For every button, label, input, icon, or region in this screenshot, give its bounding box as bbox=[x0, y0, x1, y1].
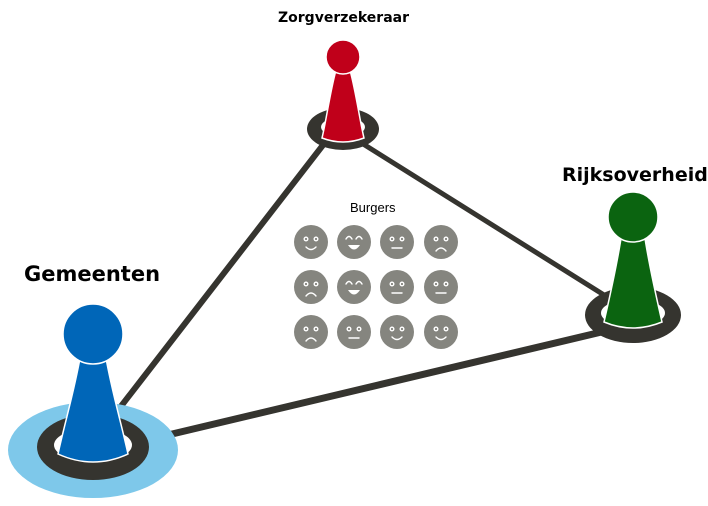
face-sad-icon bbox=[294, 270, 328, 304]
pawn-government bbox=[603, 191, 663, 329]
face-smile-icon bbox=[424, 315, 458, 349]
label-citizens: Burgers bbox=[350, 200, 396, 215]
face-neutral-icon bbox=[380, 270, 414, 304]
face-neutral-icon bbox=[337, 315, 371, 349]
pawn-municipalities bbox=[57, 303, 129, 463]
face-happy-icon bbox=[337, 225, 371, 259]
face-smile-icon bbox=[380, 315, 414, 349]
face-neutral-icon bbox=[380, 225, 414, 259]
face-happy-icon bbox=[337, 270, 371, 304]
line-insurer-municipalities bbox=[95, 133, 333, 439]
face-smile-icon bbox=[294, 225, 328, 259]
connector-lines bbox=[95, 133, 615, 448]
citizen-faces-grid bbox=[294, 225, 458, 349]
label-municipalities: Gemeenten bbox=[24, 262, 161, 286]
label-national-government: Rijksoverheid bbox=[562, 164, 708, 186]
face-sad-icon bbox=[424, 225, 458, 259]
line-insurer-government bbox=[357, 139, 615, 303]
label-insurer: Zorgverzekeraar bbox=[278, 10, 409, 26]
pawn-insurer bbox=[321, 39, 365, 143]
face-neutral-icon bbox=[424, 270, 458, 304]
face-sad-icon bbox=[294, 315, 328, 349]
line-municipalities-government bbox=[126, 326, 614, 448]
